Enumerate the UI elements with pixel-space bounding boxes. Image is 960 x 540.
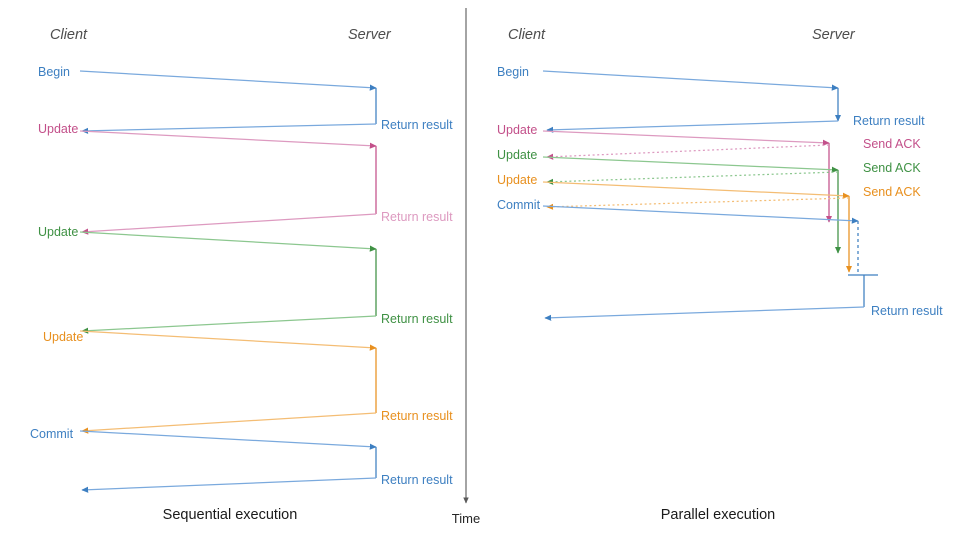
server-note-label-2: Send ACK [863, 161, 921, 175]
message-label-begin-0: Begin [497, 65, 529, 79]
request-arrow [542, 130, 830, 146]
final-return-arrow [544, 306, 865, 321]
message-label-update-3: Update [43, 330, 83, 344]
time-axis-label: Time [452, 511, 480, 526]
server-note-label-3: Send ACK [863, 185, 921, 199]
time-axis: Sequential execution Parallel execution Ti… [163, 8, 775, 526]
ack-arrow [546, 144, 830, 160]
message-label-begin-0: Begin [38, 65, 70, 79]
message-label-update-1: Update [38, 122, 78, 136]
request-arrow [79, 130, 377, 149]
response-arrow [546, 120, 839, 133]
server-note-label-4: Return result [871, 304, 943, 318]
request-arrow [79, 70, 377, 91]
ack-arrow [546, 197, 850, 210]
panel-caption-sequential: Sequential execution [163, 507, 298, 523]
message-label-commit-4: Commit [497, 198, 541, 212]
response-arrow [81, 477, 377, 493]
request-arrow [542, 181, 850, 199]
return-result-label-1: Return result [381, 210, 453, 224]
message-label-update-1: Update [497, 123, 537, 137]
return-result-label-4: Return result [381, 473, 453, 487]
response-arrow [81, 315, 377, 334]
return-result-label-0: Return result [381, 118, 453, 132]
request-arrow [542, 70, 839, 91]
message-label-commit-4: Commit [30, 427, 74, 441]
request-arrow [542, 156, 839, 173]
actor-label-server: Server [812, 27, 856, 43]
server-note-label-0: Return result [853, 114, 925, 128]
actor-label-client: Client [508, 27, 546, 43]
request-arrow [542, 205, 859, 224]
panel-caption-parallel: Parallel execution [661, 507, 775, 523]
message-label-update-2: Update [38, 225, 78, 239]
response-arrow [81, 123, 377, 134]
actor-label-server: Server [348, 27, 392, 43]
server-note-label-1: Send ACK [863, 137, 921, 151]
message-label-update-3: Update [497, 173, 537, 187]
return-result-label-3: Return result [381, 409, 453, 423]
return-result-label-2: Return result [381, 312, 453, 326]
request-arrow [79, 330, 377, 351]
response-arrow [81, 412, 377, 434]
message-label-update-2: Update [497, 148, 537, 162]
response-arrow [81, 213, 377, 235]
request-arrow [79, 430, 377, 450]
request-arrow [79, 231, 377, 252]
actor-label-client: Client [50, 27, 88, 43]
ack-arrow [546, 171, 839, 185]
